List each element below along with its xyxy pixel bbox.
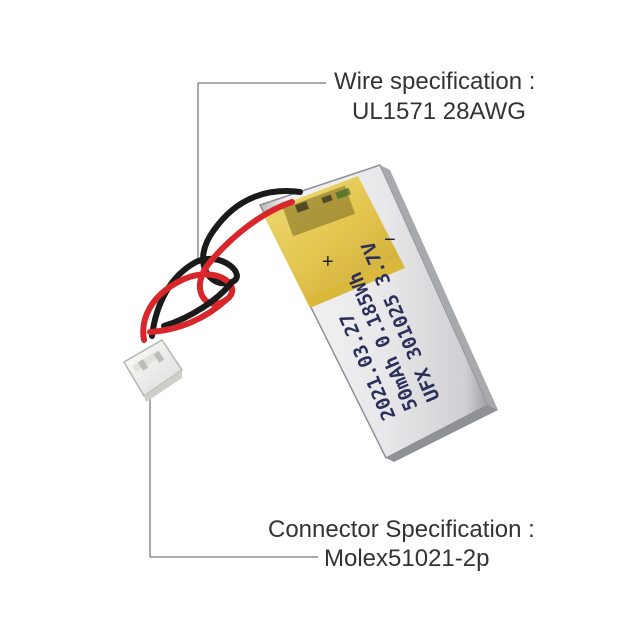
molex-connector bbox=[122, 338, 184, 402]
connector-leader-line bbox=[149, 398, 318, 558]
wire-spec-value: UL1571 28AWG bbox=[352, 98, 526, 125]
wire-leader-line bbox=[197, 82, 326, 262]
minus-mark: − bbox=[384, 229, 396, 251]
connector-spec-title: Connector Specification : bbox=[268, 516, 535, 543]
kapton-tape bbox=[262, 176, 405, 308]
connector-spec-value: Molex51021-2p bbox=[324, 545, 490, 572]
plus-mark: + bbox=[322, 251, 334, 273]
lead-wires bbox=[140, 188, 303, 343]
wire-spec-title: Wire specification : bbox=[334, 68, 536, 95]
